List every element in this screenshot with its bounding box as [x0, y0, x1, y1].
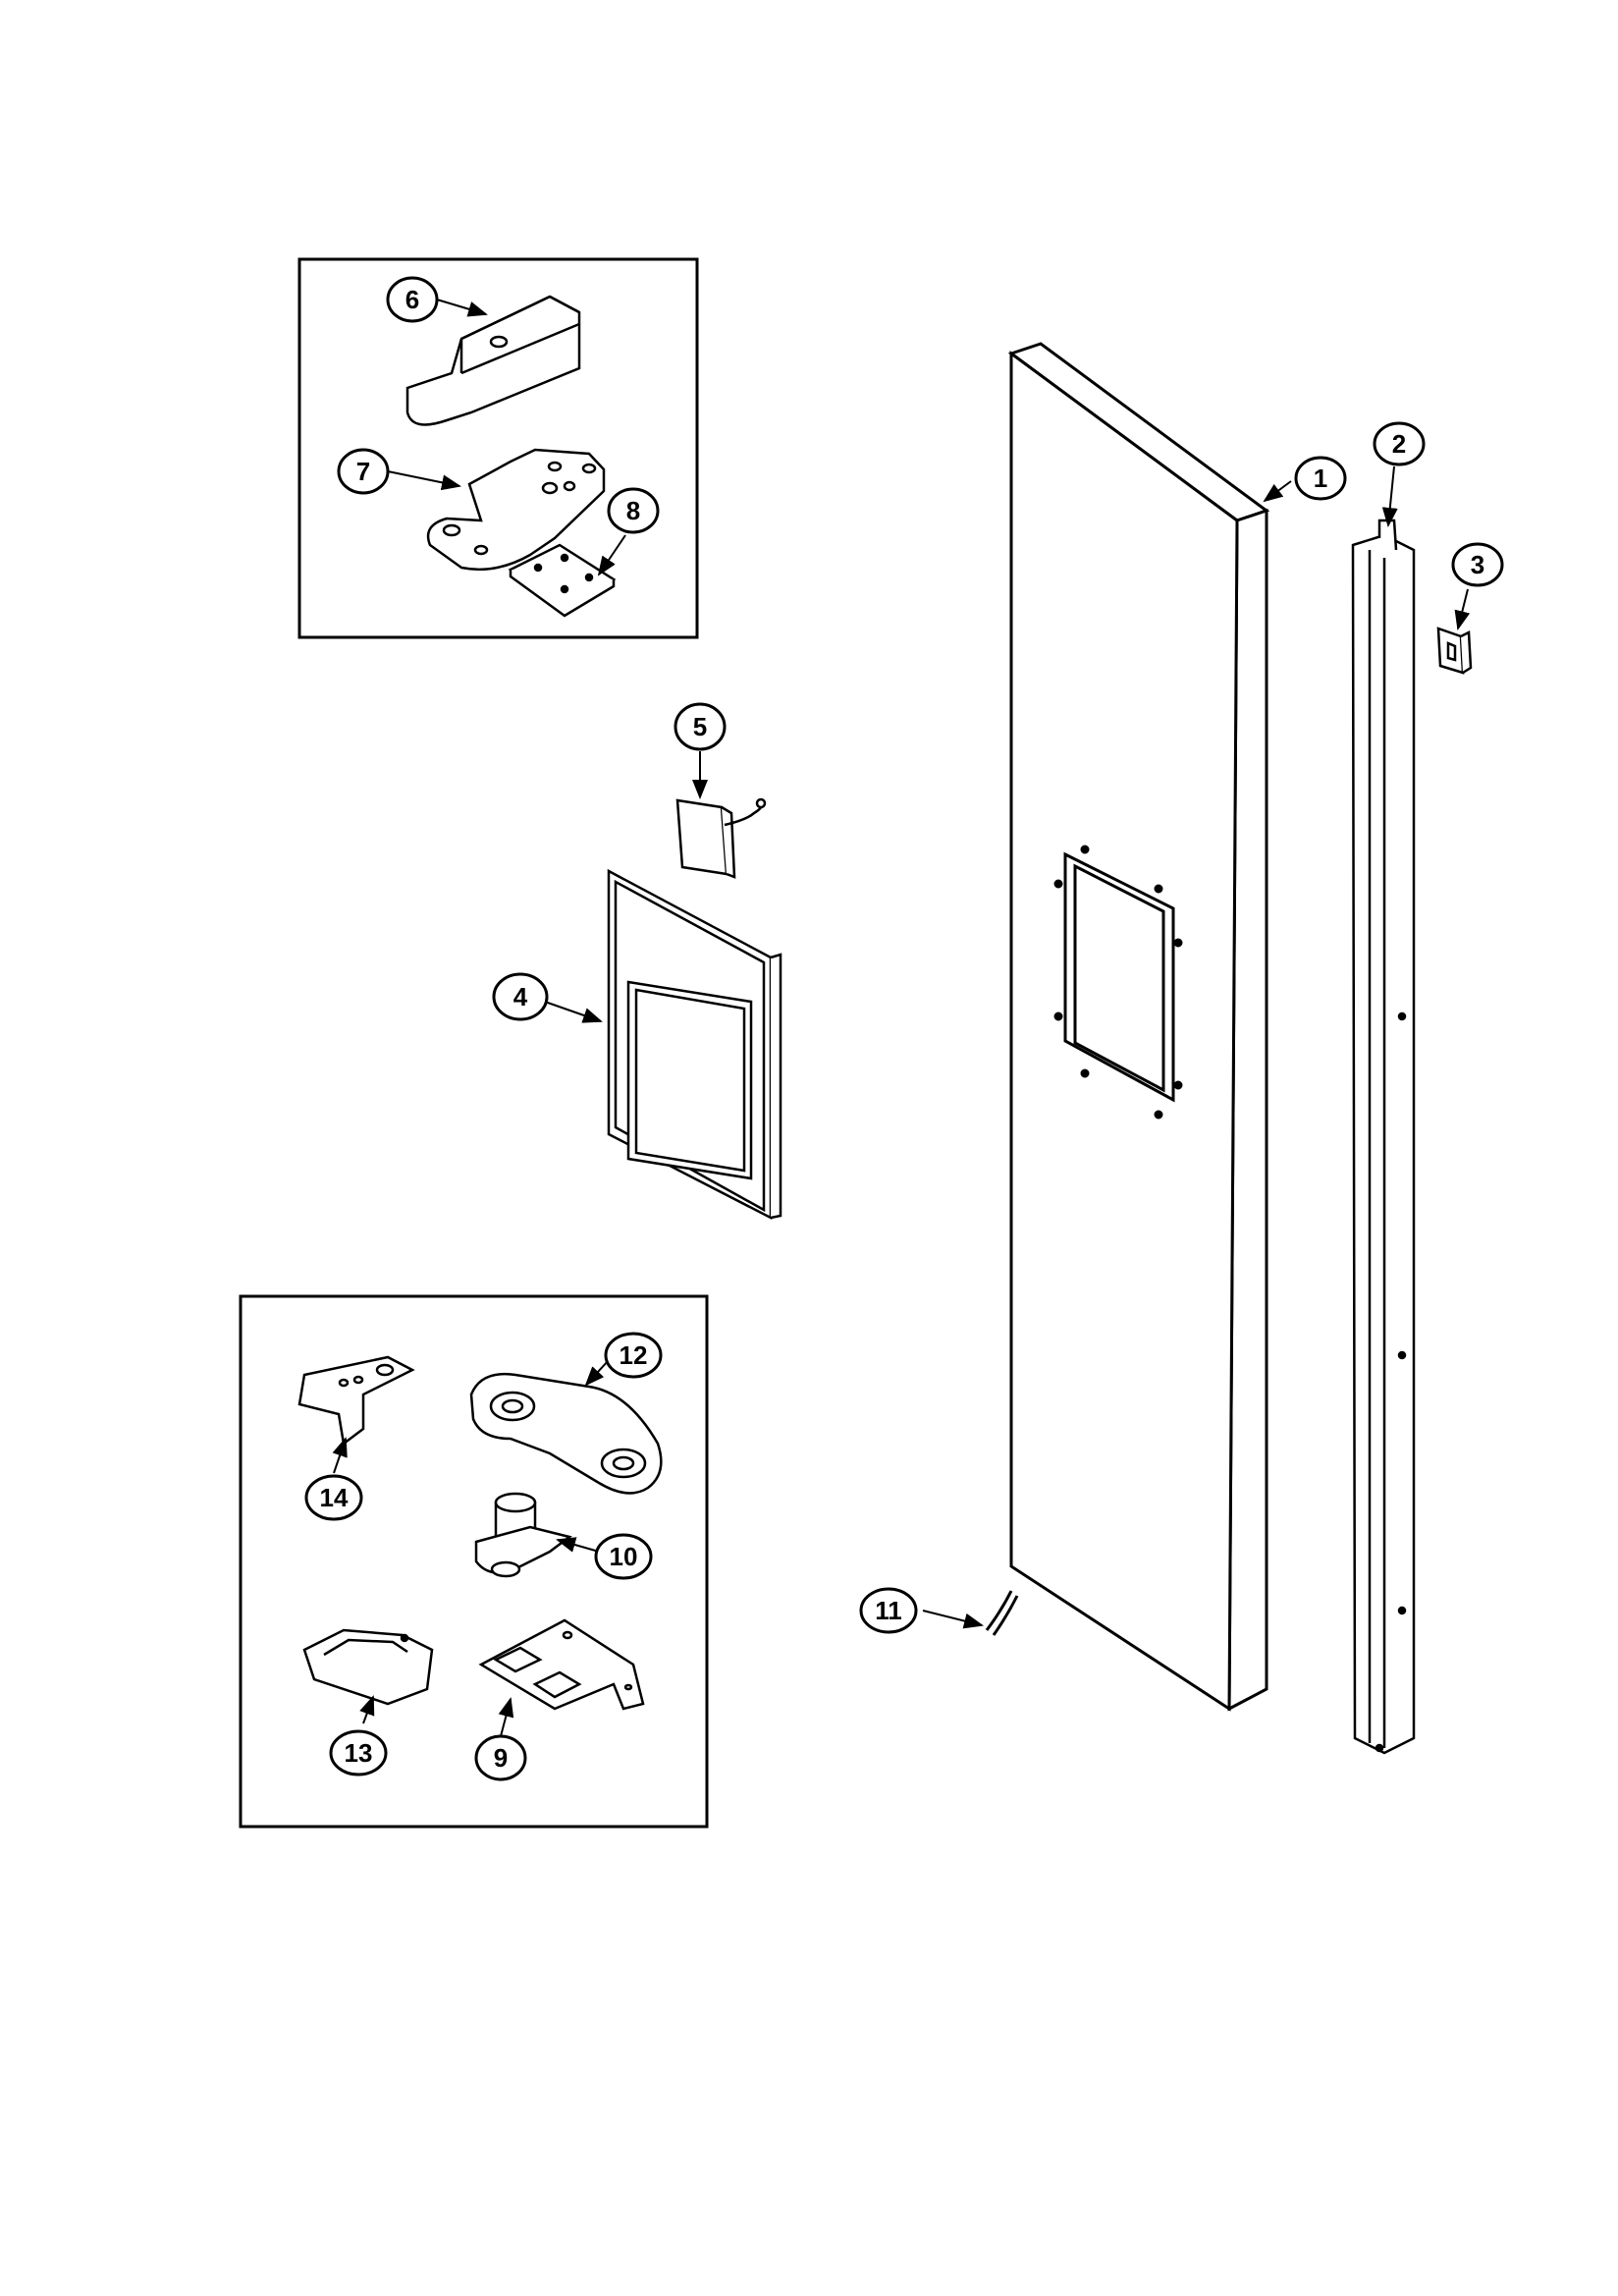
callout-2: 2 — [1373, 421, 1426, 466]
callout-5: 5 — [674, 702, 727, 751]
part-11-wire — [985, 1590, 1019, 1636]
part-10-hinge-pin — [474, 1492, 572, 1578]
svg-text:12: 12 — [620, 1340, 648, 1370]
part-7-hinge-bracket — [426, 448, 606, 572]
callout-9: 9 — [474, 1734, 527, 1781]
part-13-cover — [302, 1628, 434, 1706]
part-14-bracket — [297, 1355, 415, 1447]
part-5-switch — [675, 797, 767, 879]
callout-12: 12 — [604, 1332, 663, 1379]
inset-box-bottom-hinge — [239, 1294, 709, 1829]
part-4-dispenser-trim — [607, 868, 782, 1221]
callout-1: 1 — [1294, 456, 1347, 501]
callout-6: 6 — [386, 276, 439, 323]
svg-text:14: 14 — [320, 1483, 349, 1512]
part-2-handle-strip — [1351, 519, 1416, 1755]
callout-11: 11 — [859, 1587, 918, 1634]
inset-box-top-hinge — [297, 257, 699, 639]
callout-13: 13 — [329, 1729, 388, 1777]
svg-text:13: 13 — [345, 1738, 373, 1768]
part-12-hinge-plate — [469, 1372, 663, 1495]
part-1-door-panel — [1007, 342, 1270, 1712]
svg-text:7: 7 — [356, 457, 370, 486]
callout-14: 14 — [304, 1474, 363, 1521]
svg-text:4: 4 — [513, 982, 528, 1011]
part-8-shim — [508, 543, 617, 618]
callout-3: 3 — [1451, 542, 1504, 587]
svg-text:9: 9 — [494, 1743, 508, 1773]
callout-8: 8 — [607, 487, 660, 534]
part-6-hinge-cover — [405, 295, 581, 426]
part-9-bottom-bracket — [478, 1618, 645, 1711]
svg-text:8: 8 — [626, 496, 640, 525]
svg-text:6: 6 — [405, 285, 419, 314]
callout-7: 7 — [337, 448, 390, 495]
callout-10: 10 — [594, 1533, 653, 1580]
callout-4: 4 — [492, 972, 549, 1021]
leader-lines — [332, 299, 1471, 1737]
svg-text:3: 3 — [1471, 550, 1484, 579]
svg-text:10: 10 — [610, 1542, 638, 1571]
part-3-clip — [1436, 627, 1473, 675]
svg-text:1: 1 — [1314, 464, 1327, 493]
svg-text:5: 5 — [693, 712, 707, 741]
svg-text:11: 11 — [875, 1596, 902, 1625]
svg-text:2: 2 — [1392, 429, 1406, 459]
